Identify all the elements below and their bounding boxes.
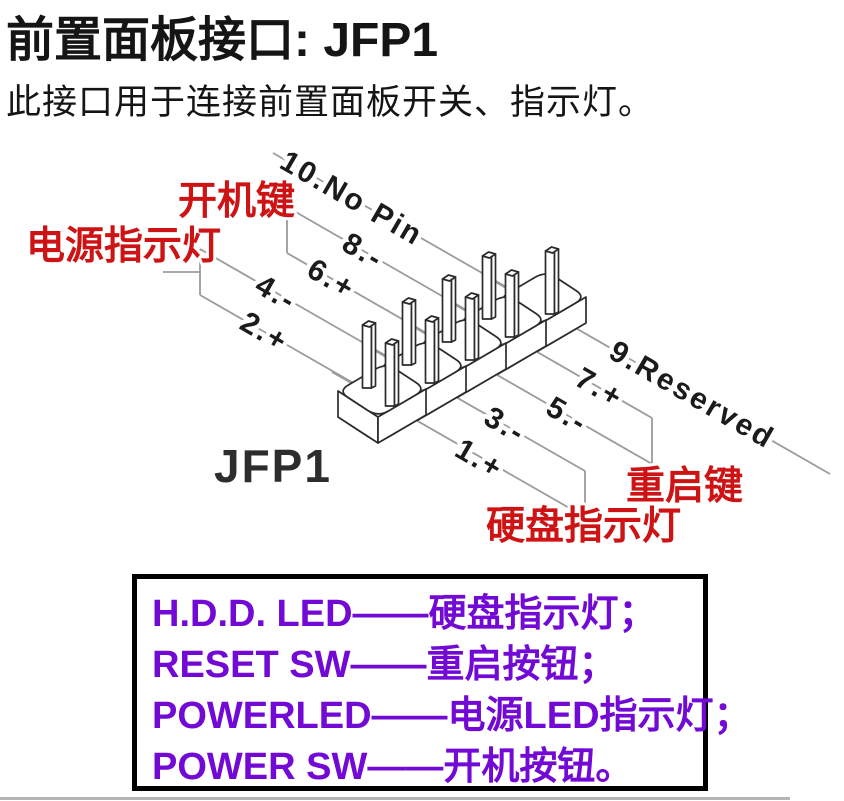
page-subtitle: 此接口用于连接前置面板开关、指示灯。 (6, 83, 655, 122)
page-title: 前置面板接口: JFP1 (6, 14, 439, 67)
pin-4 (401, 297, 417, 366)
power-led-label: 电源指示灯 (26, 225, 221, 268)
pin-2 (361, 320, 377, 389)
legend-line-hdd-led: H.D.D. LED——硬盘指示灯； (152, 593, 657, 635)
pin-1 (384, 338, 400, 407)
legend-line-power-led: POWERLED——电源LED指示灯； (152, 695, 752, 737)
pin-7 (504, 269, 520, 338)
reset-switch-label: 重启键 (626, 465, 743, 508)
leader-pin2 (199, 294, 370, 393)
legend-box: H.D.D. LED——硬盘指示灯； RESET SW——重启按钮； POWER… (132, 574, 752, 791)
hdd-led-label: 硬盘指示灯 (486, 504, 681, 548)
pin3-label: 3.- (479, 400, 532, 450)
power-switch-label: 开机键 (178, 180, 295, 223)
function-callouts: 开机键 电源指示灯 重启键 硬盘指示灯 (23, 177, 746, 551)
leader-pin6 (286, 252, 450, 347)
connector-name-label: JFP1 (214, 440, 332, 492)
pin-9 (544, 246, 560, 315)
pin-6 (441, 274, 457, 343)
jfp1-pinout-diagram: 10.No Pin 8.- 6.+ 4.- 2.+ 9.Reserved 7.+… (23, 140, 831, 551)
pair-brackets (163, 207, 653, 517)
pin9-label: 9.Reserved (604, 334, 781, 455)
pin-5 (464, 292, 480, 361)
pin-3 (424, 315, 440, 384)
page-edge-line (0, 797, 790, 800)
pin-8 (481, 251, 497, 320)
legend-line-power-sw: POWER SW——开机按钮。 (152, 746, 634, 788)
legend-line-reset-sw: RESET SW——重启按钮； (152, 644, 617, 686)
